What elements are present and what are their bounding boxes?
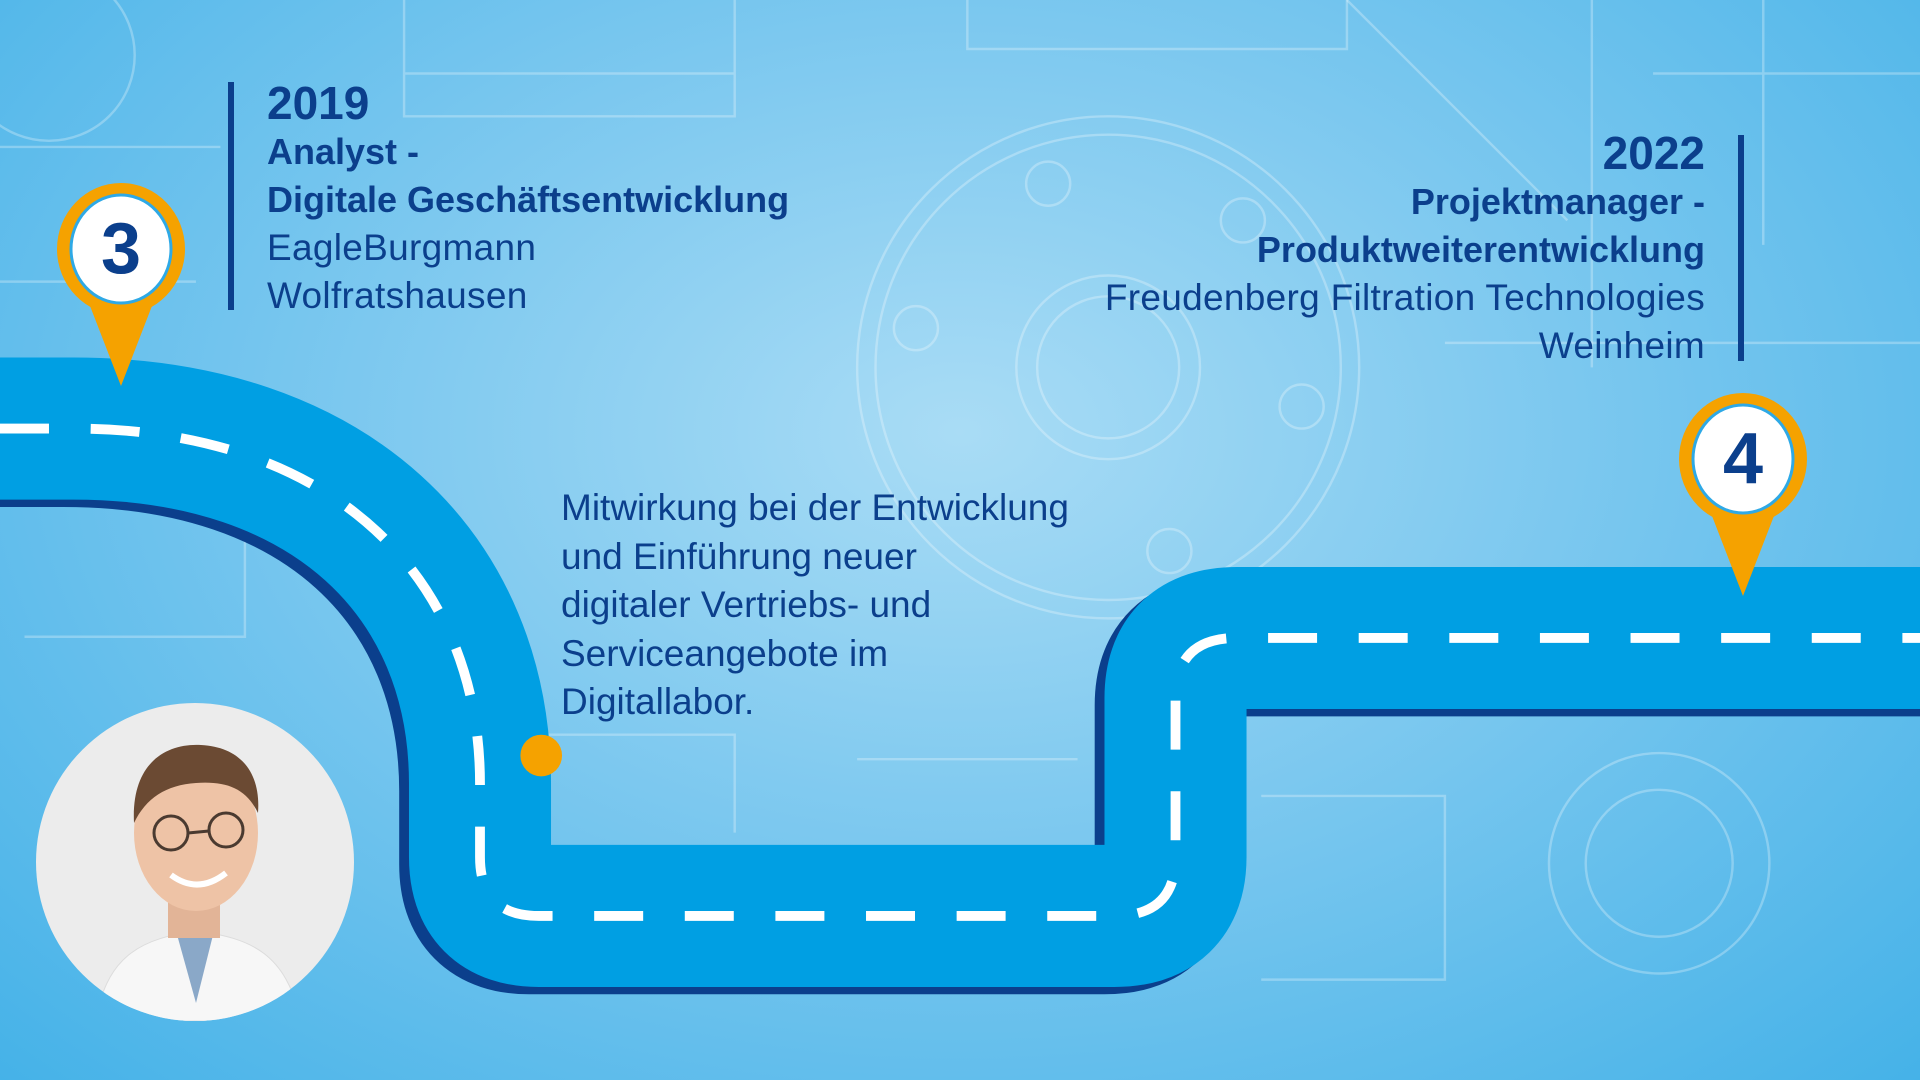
pin-4-number: 4 (1723, 419, 1763, 499)
milestone-3-title-line: Digitale Geschäftsentwicklung (267, 179, 790, 220)
milestone-3-year: 2019 (267, 77, 370, 129)
milestone-4-year: 2022 (1602, 127, 1705, 179)
profile-photo (36, 703, 354, 1021)
milestone-3-divider (228, 82, 234, 310)
map-pin-3-icon: 3 (57, 183, 185, 386)
milestone-3-location: Wolfratshausen (267, 275, 528, 316)
description-line: Serviceangebote im (561, 632, 889, 674)
milestone-4-title-line: Produktweiterentwicklung (1256, 229, 1705, 270)
pin-3-number: 3 (101, 209, 141, 289)
timeline-dot (520, 734, 563, 777)
milestone-description: Mitwirkung bei der Entwicklung und Einfü… (561, 484, 1161, 727)
milestone-4-location: Weinheim (1538, 325, 1705, 366)
milestone-4-divider (1738, 135, 1744, 361)
milestone-4-company: Freudenberg Filtration Technologies (1104, 277, 1705, 318)
milestone-3-title-line: Analyst - (267, 131, 420, 172)
milestone-3-company: EagleBurgmann (267, 227, 537, 268)
milestone-4-title-line: Projektmanager - (1410, 181, 1705, 222)
milestone-4-block: 2022 Projektmanager - Produktweiterentwi… (1105, 128, 1705, 370)
road-surface (0, 357, 1920, 987)
map-pin-4-icon: 4 (1679, 393, 1807, 596)
description-line: Mitwirkung bei der Entwicklung (561, 487, 1069, 528)
description-line: digitaler Vertriebs- und (561, 584, 932, 625)
milestone-3-block: 2019 Analyst - Digitale Geschäftsentwick… (267, 78, 789, 320)
description-line: Digitallabor. (561, 681, 755, 722)
person-portrait (95, 744, 302, 1021)
description-line: und Einführung neuer (561, 535, 917, 577)
